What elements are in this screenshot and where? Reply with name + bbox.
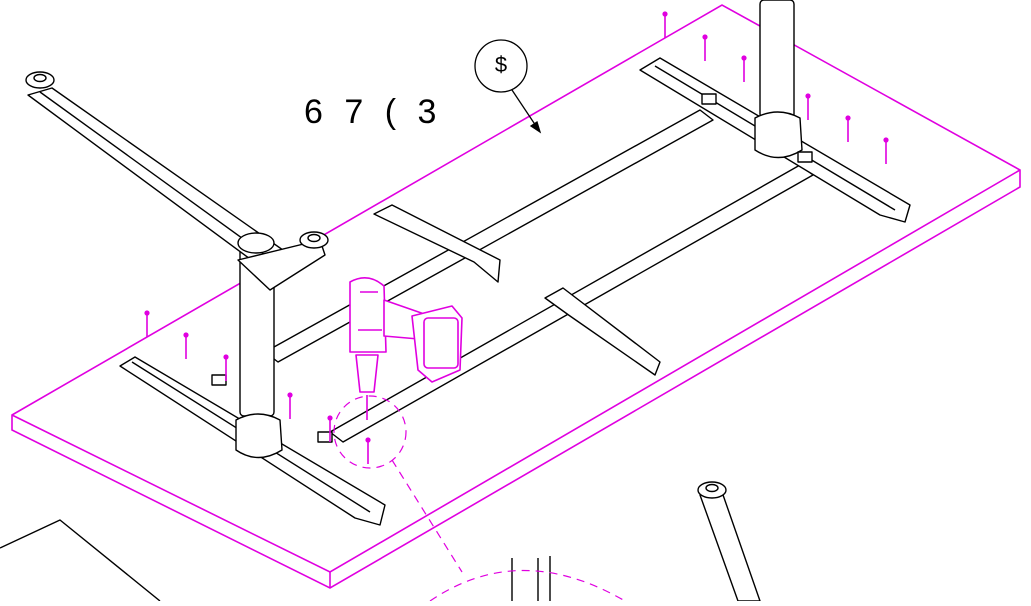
detail-magnifier [333,395,626,602]
part-callout [474,39,542,134]
drill-icon [349,277,463,420]
callout-label: $ [494,52,508,77]
step-title: 6 7 ( 3 [304,93,443,131]
table-top [11,4,1021,589]
